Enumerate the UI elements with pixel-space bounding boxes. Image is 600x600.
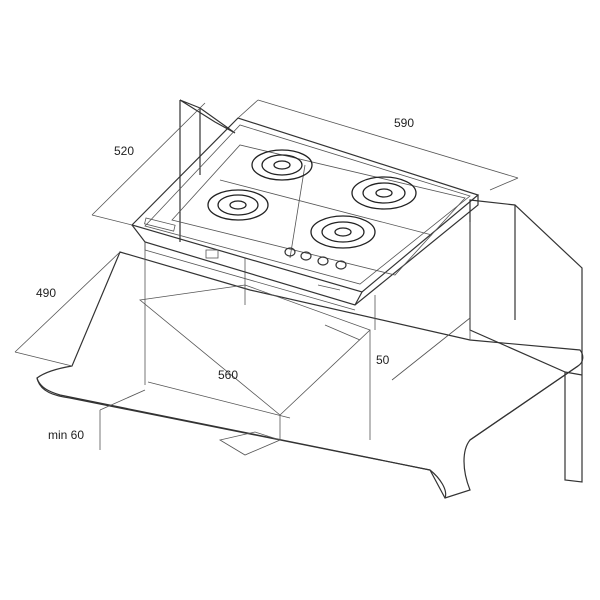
- dimension-50-label: 50: [376, 353, 390, 367]
- cabinet-back-panel: [180, 100, 235, 242]
- burner-rear-right: [352, 177, 416, 209]
- worktop-cutout: [140, 285, 370, 455]
- worktop: [37, 252, 583, 498]
- dimension-520-label: 520: [114, 144, 134, 158]
- burner-front-right: [311, 216, 375, 248]
- dimension-min60-label: min 60: [48, 428, 84, 442]
- burner-rear-left: [252, 150, 312, 180]
- burner-front-left: [208, 190, 268, 220]
- dimension-590-label: 590: [394, 116, 414, 130]
- dimension-490-label: 490: [36, 286, 56, 300]
- dimension-560-label: 560: [218, 368, 238, 382]
- gas-hob: [132, 118, 478, 310]
